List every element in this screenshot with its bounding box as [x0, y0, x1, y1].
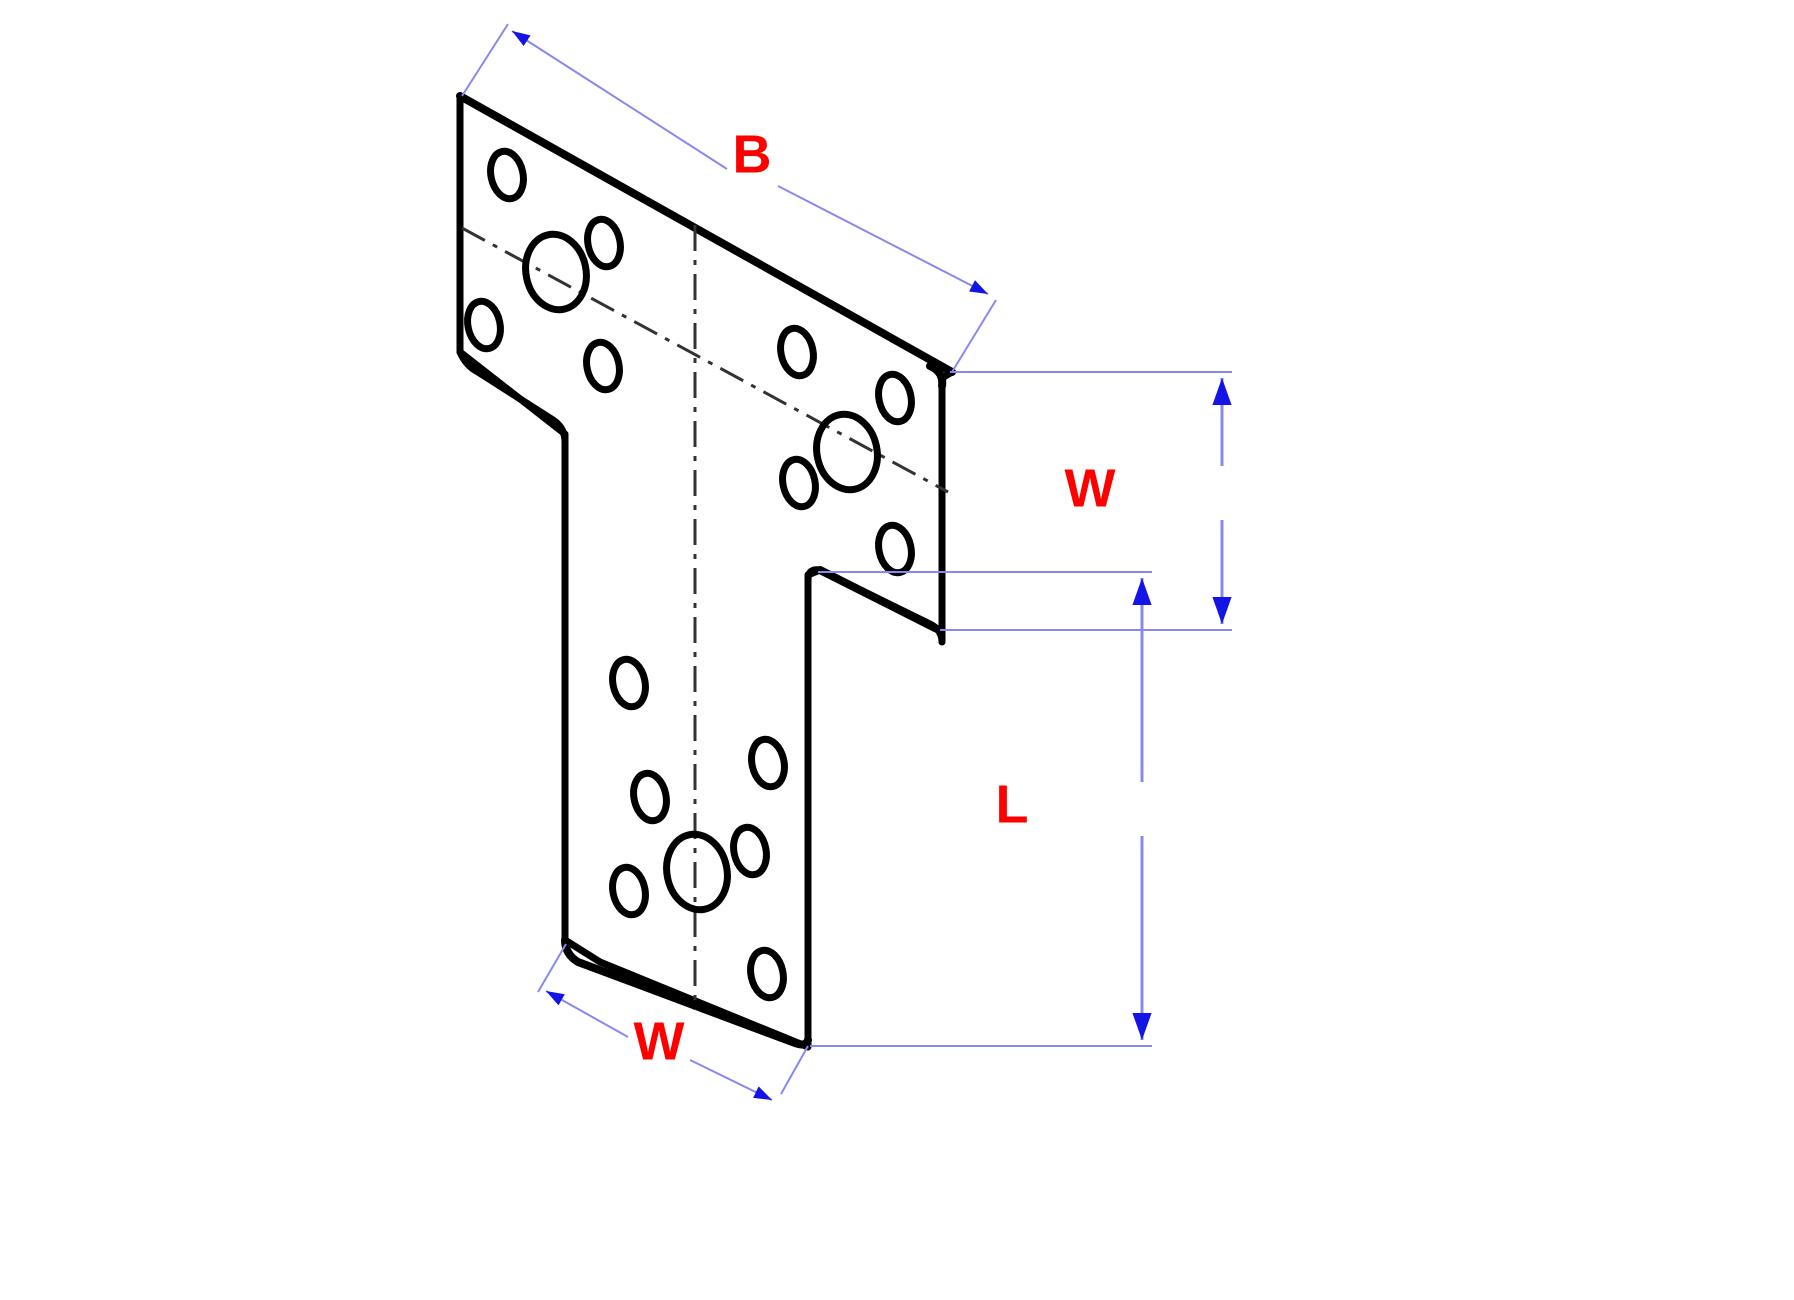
hole-small — [583, 338, 623, 394]
bracket-top-right-corner — [926, 362, 947, 390]
dimension-L: L — [810, 571, 1152, 1047]
dimension-B: B — [461, 23, 997, 373]
dimension-W-bottom-extension-right — [780, 1045, 809, 1095]
hole-large — [813, 410, 881, 494]
dimension-W-bottom-line-right — [689, 1059, 773, 1101]
dimension-W-right: W — [940, 371, 1232, 631]
hole-small — [630, 769, 670, 825]
hole-small — [730, 823, 770, 879]
bracket-right-arm-underside — [816, 566, 939, 632]
centerlines — [461, 225, 949, 1010]
dimension-B-line-right — [777, 185, 989, 295]
hole-small — [779, 455, 819, 511]
mounting-holes — [464, 147, 915, 1002]
dimension-L-label: L — [996, 774, 1029, 834]
hole-small — [487, 147, 527, 203]
dimension-B-label: B — [733, 124, 772, 184]
bracket-top-edge — [456, 92, 956, 376]
hole-small — [875, 370, 915, 426]
dimension-W-bottom: W — [537, 943, 809, 1101]
hole-small — [464, 297, 504, 353]
dimension-B-line-left — [511, 30, 728, 170]
dimension-B-extension-left — [461, 23, 509, 97]
dimension-W-bottom-extension-left — [537, 943, 567, 993]
hole-small — [609, 863, 649, 919]
hole-large — [522, 230, 590, 314]
hole-small — [609, 655, 649, 711]
dimension-W-bottom-label: W — [634, 1011, 685, 1071]
hole-small — [748, 735, 788, 791]
bracket-left-notch — [456, 348, 569, 944]
hole-small — [584, 215, 624, 271]
dimension-B-extension-right — [951, 299, 997, 373]
dimension-W-right-label: W — [1065, 458, 1116, 518]
centerline-horizontal — [461, 226, 949, 494]
hole-small — [777, 324, 817, 380]
bracket-body — [456, 92, 956, 1051]
hole-small — [747, 946, 787, 1002]
hole-large — [663, 830, 731, 914]
dimension-W-bottom-line-left — [545, 990, 629, 1038]
